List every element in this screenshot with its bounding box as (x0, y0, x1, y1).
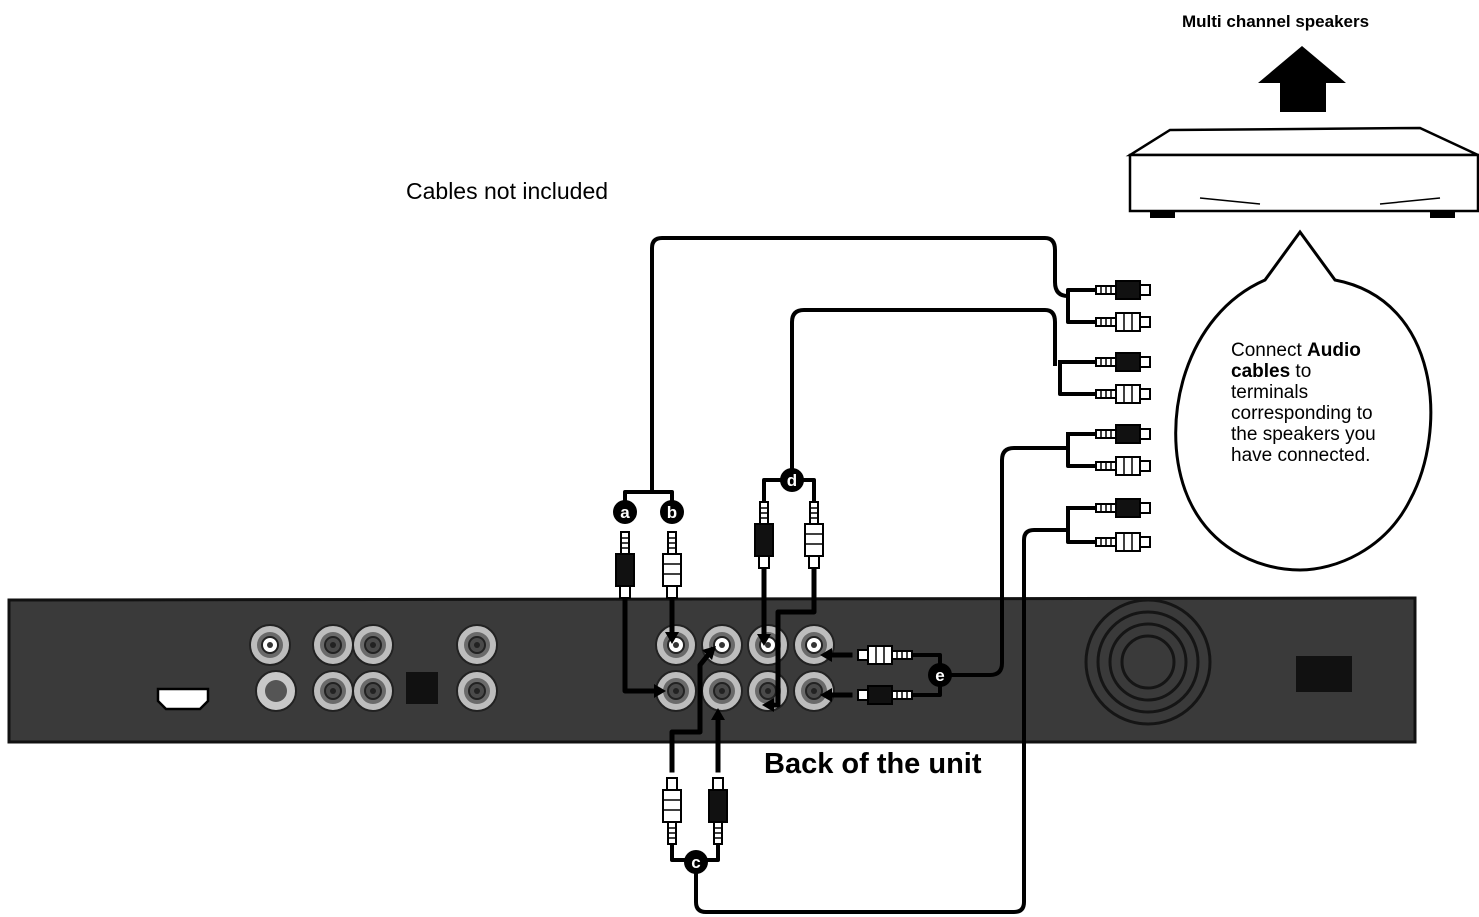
callout-pre: Connect (1231, 340, 1308, 361)
plug-d-white (804, 501, 824, 569)
plug-c-black (708, 777, 728, 845)
svg-text:a: a (620, 503, 630, 522)
callout-line-1: terminals (1231, 382, 1309, 403)
marker-b: b (660, 500, 684, 524)
callout-line-4: have connected. (1231, 445, 1371, 466)
callout-bold-cables: cables (1231, 361, 1291, 382)
av-receiver (1125, 126, 1479, 218)
marker-c: c (684, 850, 708, 874)
marker-e: e (928, 663, 952, 687)
back-of-unit-label: Back of the unit (764, 748, 982, 780)
plug-c-white (662, 777, 682, 845)
cables-note: Cables not included (406, 178, 609, 204)
output-arrow-icon (1258, 46, 1346, 112)
callout-line-3: the speakers you (1231, 424, 1376, 445)
unit-back-panel (7, 596, 1417, 744)
speakers-title: Multi channel speakers (1182, 12, 1370, 31)
plug-a (615, 531, 635, 599)
svg-text:b: b (667, 503, 677, 522)
marker-a: a (613, 500, 637, 524)
callout-line-2: corresponding to (1231, 403, 1373, 424)
svg-text:e: e (935, 666, 944, 685)
callout-post: to (1290, 361, 1312, 382)
svg-text:c: c (691, 853, 700, 872)
arrowheads (654, 632, 832, 720)
svg-text:d: d (787, 471, 797, 490)
callout-bold-audio: Audio (1307, 340, 1361, 361)
callout-text: Connect Audio cables to terminals corres… (1231, 340, 1411, 466)
callout-bubble (1174, 229, 1433, 572)
cables (622, 236, 1098, 914)
marker-d: d (780, 468, 804, 492)
plug-d-black (754, 501, 774, 569)
plug-b (662, 531, 682, 599)
